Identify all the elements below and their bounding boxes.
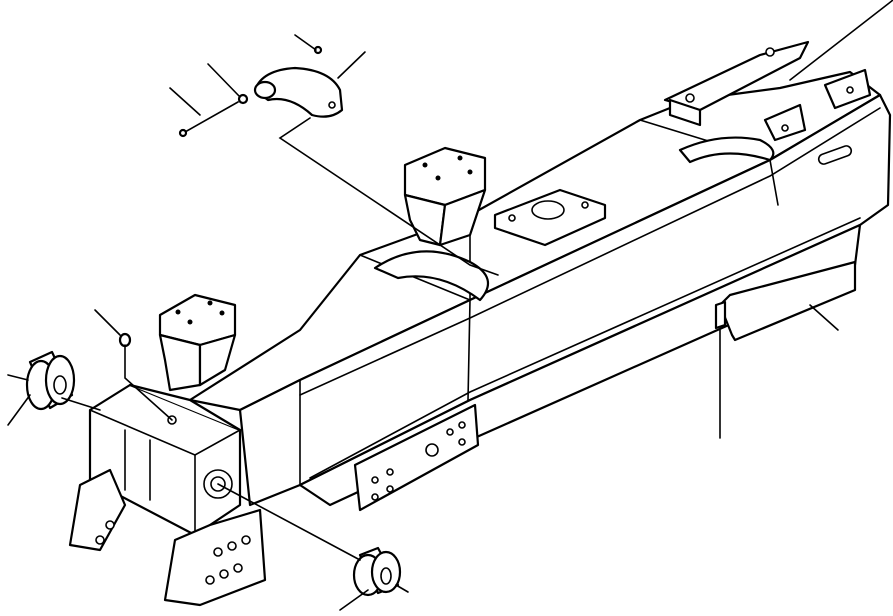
rear-cross-member <box>88 383 242 537</box>
lower-guard-plate <box>714 260 857 342</box>
leader-lines <box>7 0 893 611</box>
rear-base-legs <box>68 468 267 607</box>
clamp-bracket <box>253 66 344 118</box>
washer <box>237 93 249 105</box>
bushing-bottom <box>352 546 402 597</box>
side-plate <box>353 403 480 512</box>
bolt <box>178 101 239 138</box>
hitch-bracket <box>493 188 607 247</box>
mid-mount-pad <box>403 146 487 247</box>
front-mount-pad <box>158 293 237 392</box>
top-right-brackets <box>663 40 872 142</box>
bushing-left <box>25 350 76 411</box>
